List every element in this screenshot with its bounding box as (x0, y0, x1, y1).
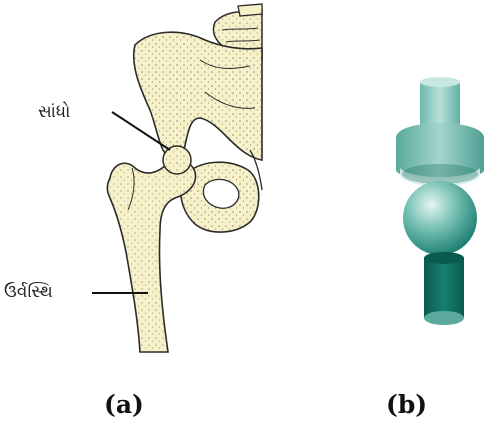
pubis (181, 150, 262, 232)
joint-label: સાંધો (38, 104, 70, 121)
caption-a: (a) (104, 392, 144, 417)
femur-label: ઉર્વસ્થિ (4, 284, 53, 301)
caption-b: (b) (386, 392, 427, 417)
femur-bone (107, 146, 195, 352)
ball-socket-model (396, 77, 484, 325)
ilium (134, 32, 262, 160)
